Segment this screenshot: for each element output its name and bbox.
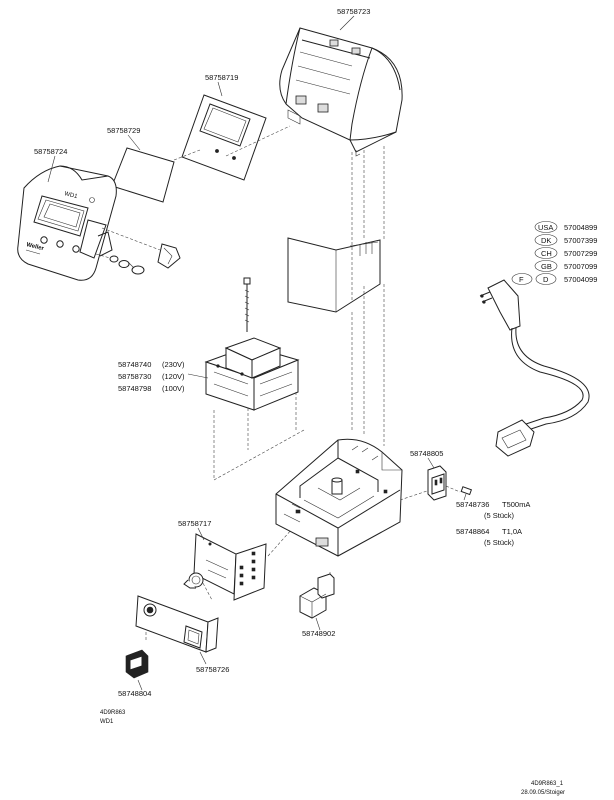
- cord-country-usa: USA: [538, 223, 553, 232]
- front-panel-fasteners: [95, 227, 181, 275]
- label-transformer-230-v: (230V): [162, 360, 185, 369]
- cord-number-usa: 57004899: [564, 223, 597, 232]
- label-transformer-120: 58758730: [118, 372, 151, 381]
- footer-doc-id: 4D9R863: [100, 710, 126, 716]
- cord-number-ch: 57007299: [564, 249, 597, 258]
- housing-top-cover: [279, 27, 403, 157]
- cord-number-f-d: 57004099: [564, 275, 597, 284]
- label-transformer-100: 58748798: [118, 384, 151, 393]
- label-power-switch: 58748804: [118, 689, 151, 698]
- control-pcb: [183, 533, 267, 601]
- label-transformer-120-v: (120V): [162, 372, 185, 381]
- label-fuse-b: 58748864: [456, 527, 489, 536]
- label-display-window: 58758729: [107, 126, 140, 135]
- part-labels: 58758723 58758719 58758729 58758724 5874…: [34, 7, 530, 698]
- front-panel-brand: WD1: [64, 191, 79, 200]
- label-fuse-b-spec: T1,0A: [502, 527, 522, 536]
- label-socket-module: 58748805: [410, 449, 443, 458]
- fuse: [460, 486, 473, 496]
- footer: 4D9R863 WD1 4D9R863_1 28.09.05/Stoiger: [100, 710, 565, 796]
- base-chassis: [275, 438, 403, 557]
- support-foot: [299, 573, 335, 619]
- display-window: [111, 147, 175, 203]
- label-transformer-230: 58748740: [118, 360, 151, 369]
- transformer-screw: [243, 277, 251, 332]
- footer-drawing-date: 28.09.05/Stoiger: [521, 790, 565, 796]
- power-switch: [125, 649, 149, 679]
- cord-country-f: F: [519, 275, 524, 284]
- cord-number-dk: 57007399: [564, 236, 597, 245]
- label-pcb: 58758717: [178, 519, 211, 528]
- rear-bracket: [135, 595, 219, 653]
- label-support-foot: 58748902: [302, 629, 335, 638]
- weller-logo: Weller: [26, 242, 45, 252]
- insulation-sheet: [287, 237, 381, 313]
- label-transformer-100-v: (100V): [162, 384, 185, 393]
- label-display-board: 58758719: [205, 73, 238, 82]
- label-front-panel: 58758724: [34, 147, 67, 156]
- front-panel: WD1 Weller: [17, 165, 117, 281]
- cord-country-d: D: [543, 275, 549, 284]
- footer-model: WD1: [100, 719, 114, 725]
- label-housing-top: 58758723: [337, 7, 370, 16]
- display-board: [181, 94, 267, 181]
- label-fuse-a-spec: T500mA: [502, 500, 530, 509]
- socket-module: [427, 465, 447, 501]
- cord-number-gb: 57007099: [564, 262, 597, 271]
- label-fuse-b-qty: (5 Stück): [484, 538, 515, 547]
- footer-drawing-ref: 4D9R863_1: [531, 781, 564, 787]
- label-leaders: [47, 15, 467, 691]
- cord-country-ch: CH: [541, 249, 552, 258]
- label-fuse-a-qty: (5 Stück): [484, 511, 515, 520]
- cord-country-dk: DK: [541, 236, 551, 245]
- label-rear-bracket: 58758726: [196, 665, 229, 674]
- assembly-guide-lines: [145, 125, 461, 640]
- power-cord: [479, 279, 590, 457]
- transformer: [204, 337, 300, 411]
- label-fuse-a: 58748736: [456, 500, 489, 509]
- cord-country-gb: GB: [541, 262, 552, 271]
- cord-country-table: USA 57004899 DK 57007399 CH 57007299 GB …: [511, 221, 597, 285]
